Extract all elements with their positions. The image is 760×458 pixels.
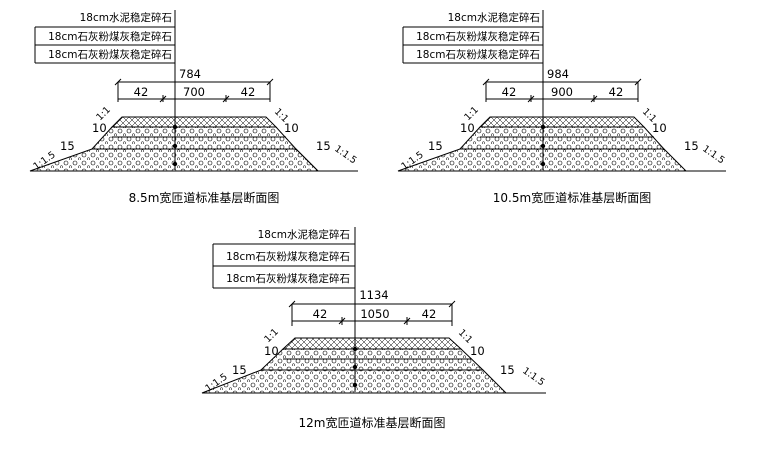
- layer-label-1: 18cm水泥稳定碎石: [80, 11, 172, 24]
- dim-middle: 700: [183, 85, 205, 99]
- section-diagram-10-5m: 18cm水泥稳定碎石 18cm石灰粉煤灰稳定碎石 18cm石灰粉煤灰稳定碎石 9…: [397, 10, 727, 205]
- diagram-caption: 10.5m宽匝道标准基层断面图: [493, 190, 651, 205]
- section-diagram-8-5m: 18cm水泥稳定碎石 18cm石灰粉煤灰稳定碎石 18cm石灰粉煤灰稳定碎石 7…: [29, 10, 359, 205]
- thickness-label-left-15: 15: [232, 363, 247, 377]
- slope-label-right-bottom: 1:1.5: [700, 143, 726, 166]
- layer-label-3: 18cm石灰粉煤灰稳定碎石: [48, 48, 172, 61]
- thickness-label-left-10: 10: [92, 121, 107, 135]
- layer-label-2: 18cm石灰粉煤灰稳定碎石: [48, 30, 172, 43]
- dim-left: 42: [313, 307, 328, 321]
- thickness-label-right-10: 10: [284, 121, 299, 135]
- thickness-label-right-15: 15: [316, 139, 331, 153]
- thickness-label-left-10: 10: [264, 344, 279, 358]
- thickness-label-right-15: 15: [684, 139, 699, 153]
- thickness-label-right-10: 10: [652, 121, 667, 135]
- layer-label-1: 18cm水泥稳定碎石: [448, 11, 540, 24]
- dim-right: 42: [609, 85, 624, 99]
- dim-right: 42: [422, 307, 437, 321]
- layer-label-1: 18cm水泥稳定碎石: [258, 228, 350, 241]
- total-width-label: 784: [179, 67, 201, 81]
- total-width-label: 1134: [359, 288, 388, 302]
- layer-label-3: 18cm石灰粉煤灰稳定碎石: [226, 272, 350, 285]
- section-diagram-12m: 18cm水泥稳定碎石 18cm石灰粉煤灰稳定碎石 18cm石灰粉煤灰稳定碎石 1…: [201, 227, 547, 430]
- diagram-caption: 8.5m宽匝道标准基层断面图: [129, 190, 280, 205]
- diagram-caption: 12m宽匝道标准基层断面图: [299, 415, 446, 430]
- layer-label-3: 18cm石灰粉煤灰稳定碎石: [416, 48, 540, 61]
- slope-label-right-bottom: 1:1.5: [332, 143, 358, 166]
- dim-middle: 1050: [360, 307, 389, 321]
- dim-right: 42: [241, 85, 256, 99]
- dim-left: 42: [502, 85, 517, 99]
- slope-label-right-bottom: 1:1.5: [520, 365, 546, 388]
- slope-label-left-top: 1:1: [262, 327, 281, 346]
- thickness-label-right-10: 10: [470, 344, 485, 358]
- thickness-label-left-15: 15: [60, 139, 75, 153]
- thickness-label-right-15: 15: [500, 363, 515, 377]
- thickness-label-left-10: 10: [460, 121, 475, 135]
- total-width-label: 984: [547, 67, 569, 81]
- layer-label-2: 18cm石灰粉煤灰稳定碎石: [416, 30, 540, 43]
- dim-middle: 900: [551, 85, 573, 99]
- layer-label-2: 18cm石灰粉煤灰稳定碎石: [226, 250, 350, 263]
- thickness-label-left-15: 15: [428, 139, 443, 153]
- dim-left: 42: [134, 85, 149, 99]
